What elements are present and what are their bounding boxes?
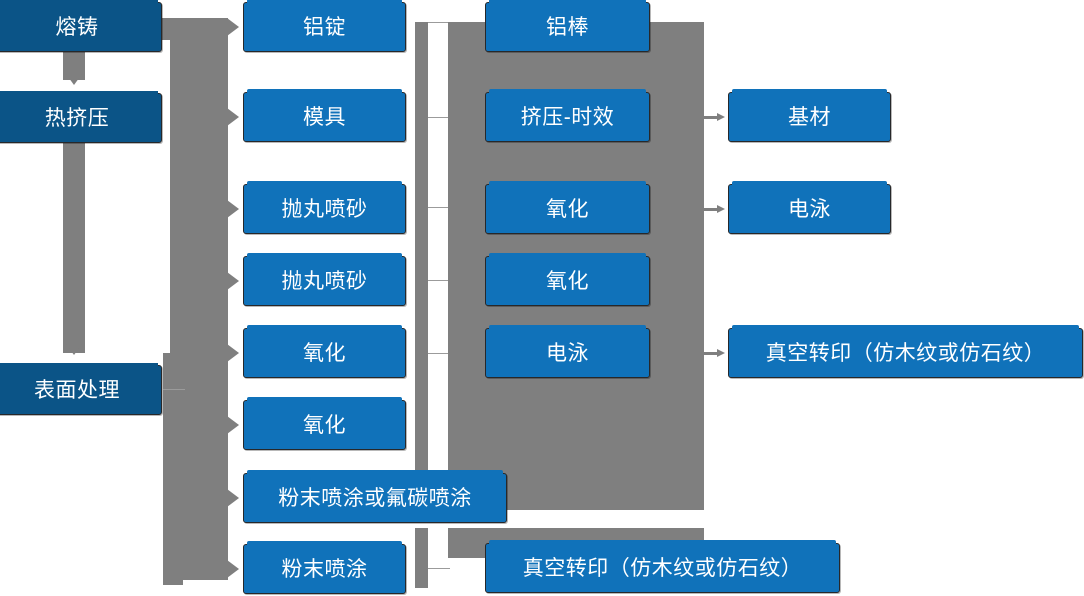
output-arrow-icon-2: [704, 205, 726, 213]
input-label: 抛丸喷砂: [281, 269, 368, 293]
mid-collector-bar: [415, 22, 428, 510]
output-arrow-icon-3: [704, 349, 726, 357]
output-node-vacuum-transfer-print[interactable]: 真空转印（仿木纹或仿石纹）: [728, 325, 1083, 378]
tie-line-1: [428, 22, 450, 23]
input-node-shot-blasting-1[interactable]: 抛丸喷砂: [243, 181, 406, 234]
process-label: 铝棒: [546, 15, 589, 39]
fanout-arrow-icon-8: [227, 560, 239, 578]
output-node-substrate[interactable]: 基材: [728, 89, 891, 142]
stage-down-arrow-icon: [66, 74, 82, 85]
fanout-arrow-icon-5: [227, 344, 239, 362]
mid-collector-bar-lower: [415, 528, 428, 588]
stage-label: 表面处理: [34, 378, 120, 402]
process-node-extrusion-aging[interactable]: 挤压-时效: [485, 89, 650, 142]
fanout-arrow-icon-6: [227, 416, 239, 434]
input-label: 氧化: [303, 413, 346, 437]
arrow-head: [717, 349, 725, 357]
process-label: 氧化: [546, 269, 589, 293]
fanout-arrow-icon-1: [227, 18, 239, 36]
stage-down-arrow-icon-2: [66, 344, 82, 355]
input-node-mould[interactable]: 模具: [243, 89, 406, 142]
arrow-head: [717, 113, 725, 121]
stage-node-surface-treatment[interactable]: 表面处理: [0, 363, 162, 415]
fanout-arrow-icon-3: [227, 200, 239, 218]
input-label: 铝锭: [303, 15, 346, 39]
surface-treatment-line: [163, 389, 185, 390]
output-arrow-icon-1: [704, 113, 726, 121]
arrow-head: [717, 205, 725, 213]
output-label: 真空转印（仿木纹或仿石纹）: [765, 341, 1046, 365]
stage-spine-connector: [63, 44, 85, 80]
input-label: 模具: [303, 105, 346, 129]
output-label: 电泳: [788, 197, 831, 221]
stage-node-hot-extrusion[interactable]: 热挤压: [0, 91, 162, 143]
tie-line-4: [428, 280, 450, 281]
tie-line-3: [428, 207, 450, 208]
input-label: 粉末喷涂: [281, 557, 368, 581]
input-node-shot-blasting-2[interactable]: 抛丸喷砂: [243, 253, 406, 306]
surface-treatment-connector: [163, 353, 183, 585]
arrow-stem: [704, 116, 718, 119]
input-label: 粉末喷涂或氟碳喷涂: [278, 486, 472, 510]
tie-line-6: [428, 568, 450, 569]
fanout-arrow-icon-7: [227, 489, 239, 507]
input-node-aluminium-ingot[interactable]: 铝锭: [243, 0, 406, 52]
fanout-arrow-icon-4: [227, 272, 239, 290]
output-label: 基材: [788, 105, 831, 129]
input-node-oxidation-1[interactable]: 氧化: [243, 325, 406, 378]
stage-label: 热挤压: [44, 106, 110, 130]
process-node-electrophoresis[interactable]: 电泳: [485, 325, 650, 378]
process-label: 氧化: [546, 197, 589, 221]
arrow-stem: [704, 352, 718, 355]
fanout-arrow-icon-2: [227, 108, 239, 126]
output-node-electrophoresis[interactable]: 电泳: [728, 181, 891, 234]
tie-line-2: [428, 117, 450, 118]
input-node-oxidation-2[interactable]: 氧化: [243, 397, 406, 450]
input-node-powder-or-fluorocarbon-coating[interactable]: 粉末喷涂或氟碳喷涂: [243, 470, 507, 523]
process-label: 电泳: [546, 341, 589, 365]
input-node-powder-coating[interactable]: 粉末喷涂: [243, 541, 406, 594]
process-label: 挤压-时效: [520, 105, 615, 129]
input-label: 氧化: [303, 341, 346, 365]
tie-line-5: [428, 353, 450, 354]
arrow-stem: [704, 208, 718, 211]
process-label: 真空转印（仿木纹或仿石纹）: [522, 556, 803, 580]
process-node-oxidation-1[interactable]: 氧化: [485, 181, 650, 234]
process-node-oxidation-2[interactable]: 氧化: [485, 253, 650, 306]
process-node-aluminium-bar[interactable]: 铝棒: [485, 0, 650, 52]
process-node-vacuum-transfer-print[interactable]: 真空转印（仿木纹或仿石纹）: [485, 540, 840, 593]
stage-label: 熔铸: [55, 15, 99, 39]
stage-spine-connector-2: [63, 143, 85, 353]
stage-node-melting-casting[interactable]: 熔铸: [0, 0, 162, 52]
input-label: 抛丸喷砂: [281, 197, 368, 221]
